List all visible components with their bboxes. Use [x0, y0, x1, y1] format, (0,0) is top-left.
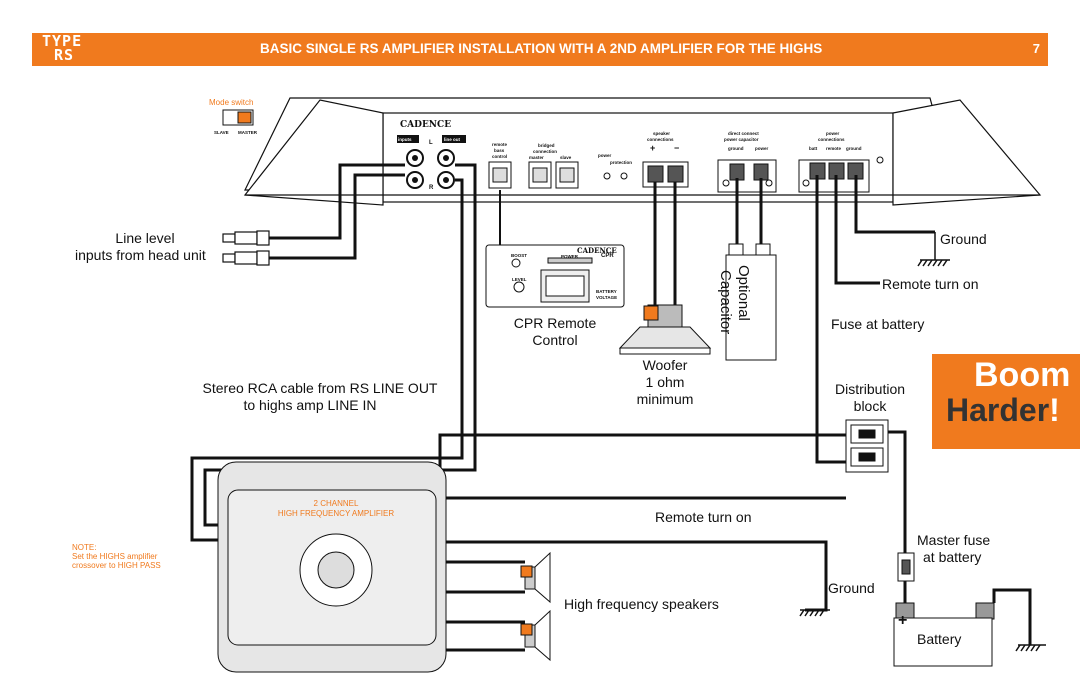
speaker-conn-label-2: connections — [647, 137, 674, 142]
rca-plugs — [222, 230, 270, 266]
speaker-conn-label-1: speaker — [653, 131, 671, 136]
cpr-model: CPR — [601, 253, 614, 259]
fuse-at-battery-label: Fuse at battery — [831, 316, 925, 332]
note-line-1: Set the HIGHS amplifier — [72, 552, 158, 561]
master-label: MASTER — [238, 130, 257, 135]
mode-switch-label: Mode switch — [209, 98, 254, 107]
channel-r: R — [429, 185, 434, 191]
master-fuse — [897, 552, 915, 582]
cpr-power: POWER — [561, 254, 579, 259]
capacitor-cables — [735, 178, 763, 245]
slave-in-label: slave — [560, 155, 572, 160]
head-unit-rca-cables — [268, 163, 405, 260]
type-rs-logo: TYPE RS — [42, 32, 83, 64]
amp2-label-1: 2 CHANNEL — [313, 499, 359, 508]
slave-label: SLAVE — [214, 130, 229, 135]
remote-turn-on-bottom-label: Remote turn on — [655, 509, 752, 525]
boom-harder-badge: Boom Harder! — [932, 354, 1080, 449]
cpr-battery-2: VOLTAGE — [596, 295, 618, 300]
ground-top-label: Ground — [940, 231, 987, 247]
cpr-boost: BOOST — [511, 253, 528, 258]
note-title: NOTE: — [72, 543, 97, 552]
rca-jacks — [397, 135, 466, 189]
slogan-harder: Harder! — [946, 392, 1060, 429]
speaker-terminals — [642, 156, 884, 193]
power-conn-label-1: power — [826, 131, 840, 136]
line-level-label-2: inputs from head unit — [75, 247, 206, 263]
channel-l: L — [429, 140, 433, 146]
woofer-label-1: Woofer — [642, 357, 688, 373]
cpr-battery-1: BATTERY — [596, 289, 617, 294]
cpr-brand: CADENCE — [577, 246, 617, 255]
speaker-plus: + — [650, 143, 656, 153]
rs-amplifier — [243, 97, 1042, 206]
logo-line2: RS — [54, 46, 75, 64]
ground-label: ground — [846, 146, 862, 151]
bridged-label-2: connection — [533, 149, 558, 154]
cpr-level: LEVEL — [512, 277, 527, 282]
page-number: 7 — [1032, 41, 1040, 56]
cpr-remote-label-1: CPR Remote — [513, 315, 597, 331]
remote-bass-label-2: bass — [494, 148, 505, 153]
inputs-label: inputs — [398, 137, 412, 142]
power-led-label: power — [598, 153, 612, 158]
master-fuse-label-1: Master fuse — [917, 532, 991, 548]
capacitor-label-2: Capacitor — [717, 270, 734, 335]
capacitor — [725, 243, 777, 361]
remote-bass-label-3: control — [492, 154, 508, 159]
cpr-remote-label-2: Control — [532, 332, 578, 348]
protection-led-label: protection — [610, 160, 632, 165]
slogan-harder-text: Harder — [946, 392, 1050, 428]
cap-conn-label-1: direct connect — [728, 131, 759, 136]
woofer-cables — [653, 182, 677, 305]
highs-amplifier — [217, 461, 447, 673]
woofer-label-3: minimum — [636, 391, 694, 407]
distribution-label-1: Distribution — [834, 381, 906, 397]
tweeter-wires — [446, 540, 828, 652]
stereo-rca-label-2: to highs amp LINE IN — [243, 397, 377, 413]
bridged-label-1: bridged — [538, 143, 555, 148]
line-level-label: Line level — [115, 230, 175, 246]
slogan-bang: ! — [1049, 392, 1060, 428]
logo-line1: TYPE — [42, 32, 83, 50]
batt-label: batt — [809, 146, 818, 151]
amp-brand: CADENCE — [400, 120, 452, 130]
slogan-boom: Boom — [974, 356, 1071, 394]
control-jacks — [488, 161, 628, 189]
master-fuse-label-2: at battery — [923, 549, 982, 565]
line-out-label: line out — [444, 137, 460, 142]
cap-ground-label: ground — [728, 146, 744, 151]
stereo-rca-label-1: Stereo RCA cable from RS LINE OUT — [202, 380, 438, 396]
note-line-2: crossover to HIGH PASS — [72, 561, 161, 570]
distribution-label-2: block — [853, 398, 887, 414]
high-frequency-speakers-label: High frequency speakers — [564, 596, 719, 612]
page-title: BASIC SINGLE RS AMPLIFIER INSTALLATION W… — [260, 41, 823, 56]
remote-label: remote — [826, 146, 842, 151]
remote-turn-on-top-label: Remote turn on — [882, 276, 979, 292]
ground-bottom-label: Ground — [828, 580, 875, 596]
remote-bass-label-1: remote — [492, 142, 508, 147]
battery — [893, 588, 1032, 667]
capacitor-label-1: Optional — [735, 265, 752, 321]
master-out-label: master — [529, 155, 544, 160]
power-conn-label-2: connections — [818, 137, 845, 142]
amp2-label-2: HIGH FREQUENCY AMPLIFIER — [277, 509, 395, 518]
ground-symbols — [799, 232, 1046, 652]
battery-label: Battery — [917, 631, 962, 647]
header-bar: TYPE RS BASIC SINGLE RS AMPLIFIER INSTAL… — [32, 33, 1048, 66]
speaker-minus: − — [674, 143, 680, 153]
battery-plus: + — [898, 612, 908, 629]
mode-switch — [222, 109, 254, 126]
cpr-remote — [485, 244, 625, 308]
distribution-block — [845, 419, 889, 473]
cap-conn-label-2: power capacitor — [724, 137, 759, 142]
woofer-label-2: 1 ohm — [645, 374, 685, 390]
woofer — [618, 304, 712, 355]
tweeters — [520, 551, 551, 662]
cap-power-label: power — [755, 146, 769, 151]
